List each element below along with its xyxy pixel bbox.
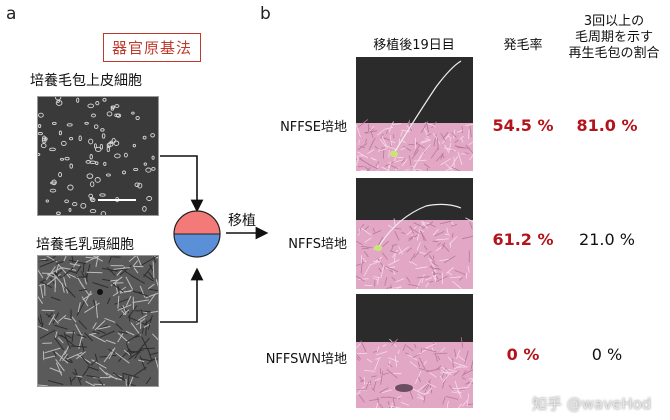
panel-a-label: a (6, 4, 17, 24)
panel-b-label: b (260, 4, 271, 24)
header-cycle-line3: 再生毛包の割合 (568, 46, 660, 61)
row-label-nffs: NFFS培地 (288, 237, 347, 252)
method-title: 器官原基法 (103, 33, 202, 62)
rate-nffs: 61.2 % (492, 230, 554, 249)
organ-germ-icon (173, 210, 221, 258)
header-cycle-line2: 毛周期を示す (574, 30, 653, 45)
header-cycle-line1: 3回以上の (583, 14, 645, 29)
epithelial-caption: 培養毛包上皮細胞 (30, 73, 142, 89)
rate-nffswn: 0 % (506, 345, 540, 364)
watermark: 知乎 @waveHod (532, 395, 652, 413)
transplant-label: 移植 (228, 213, 256, 229)
transplant-arrow (226, 226, 269, 240)
photo-nffswn (356, 294, 473, 408)
photo-nffs (356, 178, 473, 289)
merge-arrows (160, 155, 204, 323)
header-cycle: 3回以上の 毛周期を示す 再生毛包の割合 (555, 14, 670, 62)
papilla-micrograph (37, 255, 159, 387)
header-rate: 発毛率 (503, 38, 543, 53)
cycle-nffse: 81.0 % (576, 116, 638, 135)
cycle-nffs: 21.0 % (579, 230, 635, 249)
row-label-nffse: NFFSE培地 (280, 120, 347, 135)
papilla-caption: 培養毛乳頭細胞 (36, 237, 134, 253)
row-label-nffswn: NFFSWN培地 (265, 352, 347, 367)
cycle-nffswn: 0 % (591, 345, 623, 364)
header-image: 移植後19日目 (373, 38, 455, 53)
epithelial-micrograph (37, 96, 159, 216)
photo-nffse (356, 57, 473, 171)
rate-nffse: 54.5 % (492, 116, 554, 135)
